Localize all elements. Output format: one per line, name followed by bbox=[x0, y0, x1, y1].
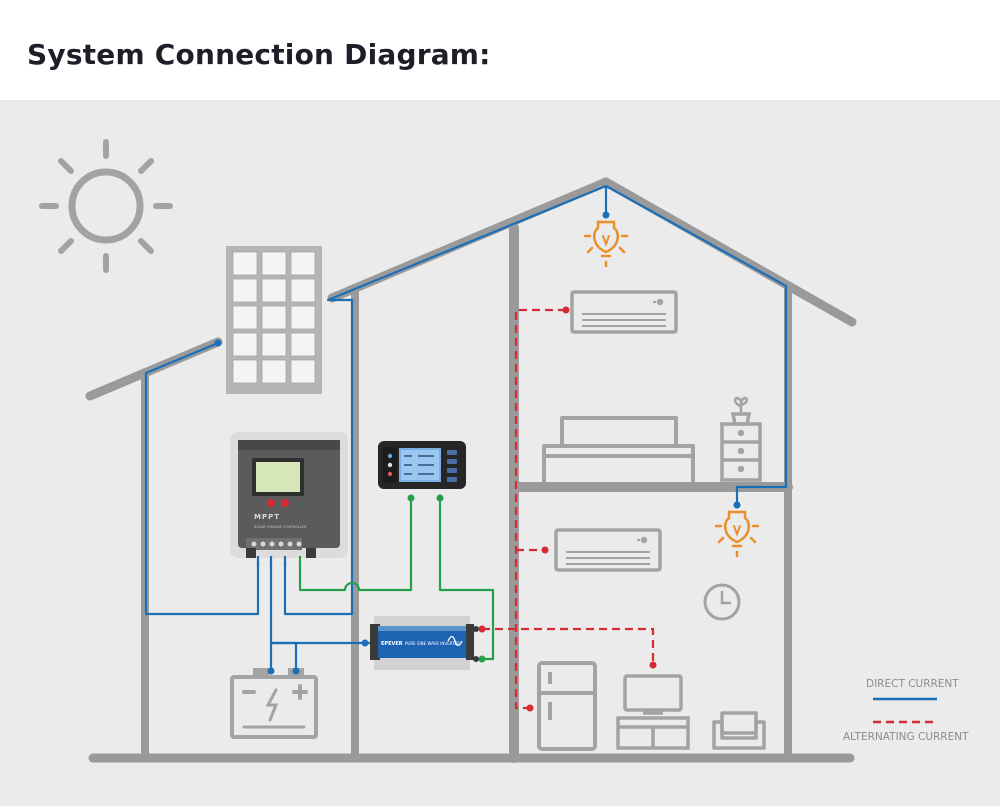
inverter: EPEVER PURE SINE WAVE INVERTER bbox=[370, 616, 479, 670]
dresser-icon bbox=[720, 396, 762, 482]
air-conditioner-bottom-icon bbox=[554, 528, 662, 572]
ac-connection-dots bbox=[478, 306, 657, 712]
controller-sub-text: SOLAR CHARGE CONTROLLER bbox=[254, 525, 307, 529]
sun-icon bbox=[39, 139, 173, 273]
remote-meter-display bbox=[378, 441, 466, 489]
inverter-label-text: PURE SINE WAVE INVERTER bbox=[405, 641, 460, 646]
bed-icon bbox=[542, 416, 695, 482]
tv-icon bbox=[616, 674, 690, 750]
legend-ac-label: ALTERNATING CURRENT bbox=[843, 731, 969, 743]
signal-connection-dots bbox=[407, 494, 486, 663]
controller-terminal-wires bbox=[256, 556, 287, 566]
signal-wires bbox=[298, 498, 495, 661]
page-title: System Connection Diagram: bbox=[27, 38, 491, 71]
diagram-canvas bbox=[0, 100, 1000, 806]
battery-icon bbox=[230, 668, 318, 739]
fridge-icon bbox=[537, 661, 597, 751]
dc-wires bbox=[144, 184, 788, 671]
light-bulb-top-icon bbox=[583, 220, 629, 268]
armchair-icon bbox=[712, 711, 766, 750]
charge-controller: MPPT SOLAR CHARGE CONTROLLER bbox=[230, 432, 348, 558]
house-outline bbox=[85, 177, 857, 763]
solar-panel bbox=[226, 246, 322, 394]
controller-brand-text: MPPT bbox=[254, 513, 280, 521]
header: System Connection Diagram: bbox=[0, 0, 1000, 100]
clock-icon bbox=[703, 583, 741, 621]
ac-wires bbox=[482, 308, 655, 710]
legend: DIRECT CURRENT ALTERNATING CURRENT bbox=[843, 678, 969, 743]
inverter-brand-text: EPEVER bbox=[381, 641, 403, 647]
dc-connection-dots bbox=[214, 211, 741, 675]
air-conditioner-top-icon bbox=[570, 290, 678, 334]
light-bulb-bottom-icon bbox=[714, 510, 760, 558]
legend-dc-label: DIRECT CURRENT bbox=[866, 678, 959, 690]
